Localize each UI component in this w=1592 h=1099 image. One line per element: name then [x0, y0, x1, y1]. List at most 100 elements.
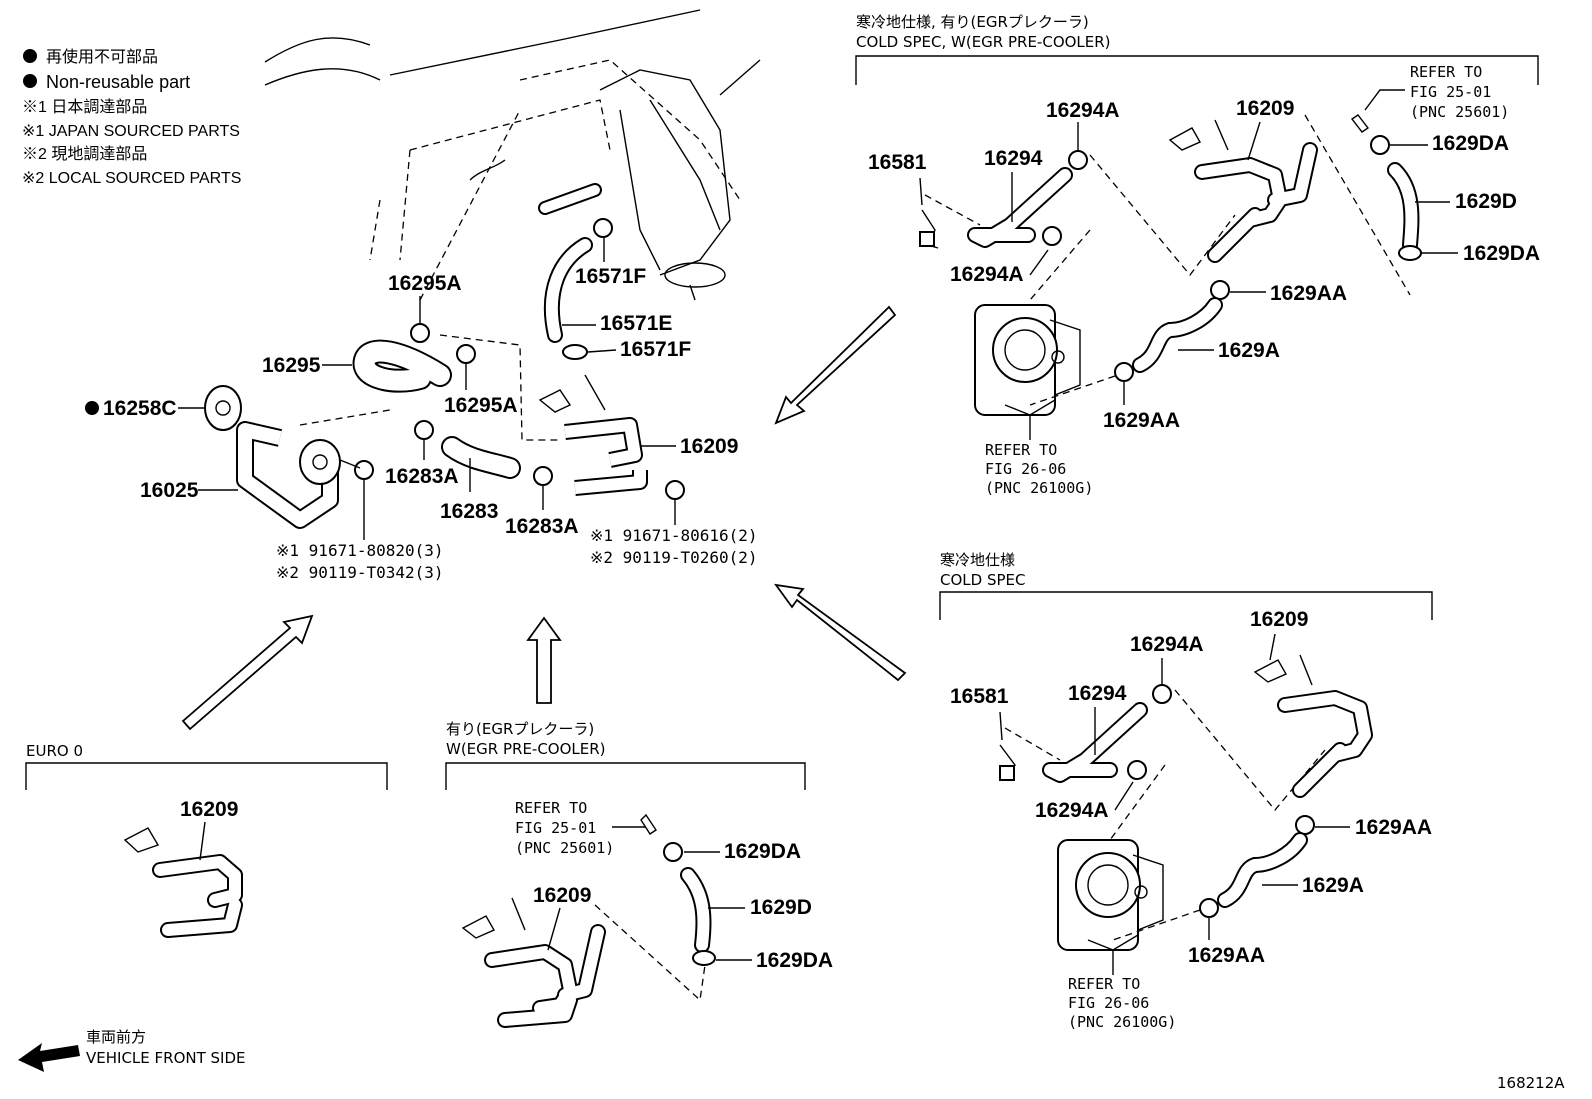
clamp-16571F-bottom	[562, 344, 588, 360]
cold-egr-heading-en: COLD SPEC, W(EGR PRE-COOLER)	[856, 33, 1111, 51]
section-cold: 寒冷地仕様 COLD SPEC 16209 16294A	[939, 551, 1433, 1031]
non-reusable-bullet-icon	[85, 401, 99, 415]
egr-refer-1: REFER TO	[515, 799, 587, 817]
cold-refer26-2: FIG 26-06	[1068, 994, 1149, 1012]
arrow-from-egr	[526, 616, 562, 704]
label-16209: 16209	[533, 884, 591, 907]
cold-egr-refer26-2: FIG 26-06	[985, 460, 1066, 478]
label-1629AA-bottom: 1629AA	[1103, 409, 1180, 432]
clamp-1629DA-bottom	[692, 950, 716, 966]
cold-heading-en: COLD SPEC	[940, 571, 1025, 589]
cold-bracket	[939, 591, 1433, 620]
bracket-16209	[1253, 659, 1287, 683]
cold-heading-jp: 寒冷地仕様	[940, 551, 1015, 569]
label-16209-main: 16209	[680, 435, 738, 458]
cold-egr-heading-jp: 寒冷地仕様, 有り(EGRプレクーラ)	[856, 13, 1089, 31]
label-16294A-top: 16294A	[1130, 633, 1204, 656]
throttle-body	[974, 304, 1081, 416]
label-1629A: 1629A	[1302, 874, 1364, 897]
arrows	[181, 305, 907, 731]
cold-egr-bracket	[855, 55, 1539, 85]
legend-japan-sourced-en: ※1 JAPAN SOURCED PARTS	[22, 123, 240, 140]
bolt-left	[354, 460, 374, 480]
label-1629AA-bottom: 1629AA	[1188, 944, 1265, 967]
cold-refer26-3: (PNC 26100G)	[1068, 1013, 1176, 1031]
label-16295A-bottom: 16295A	[444, 394, 518, 417]
legend-japan-sourced-jp: ※1 日本調達部品	[22, 98, 147, 116]
egr-refer-2: FIG 25-01	[515, 819, 596, 837]
bolt-left-spec-1: ※1 91671-80820(3)	[276, 541, 444, 560]
legend-non-reusable-en: Non-reusable part	[46, 72, 190, 92]
label-16571F-bottom: 16571F	[620, 338, 691, 361]
arrow-from-cold	[774, 583, 907, 682]
egr-heading-en: W(EGR PRE-COOLER)	[446, 740, 606, 758]
label-1629DA-top: 1629DA	[1432, 132, 1509, 155]
footer: 車両前方 VEHICLE FRONT SIDE 168212A	[18, 1028, 1565, 1092]
bullet-icon	[23, 74, 37, 88]
label-16294: 16294	[984, 147, 1043, 170]
clamp-16294A-bottom	[1042, 226, 1062, 246]
clamp-1629AA-top	[1210, 280, 1230, 300]
bolt-left-spec-2: ※2 90119-T0342(3)	[276, 563, 444, 582]
label-16295A-top: 16295A	[388, 272, 462, 295]
egr-heading-jp: 有り(EGRプレクーラ)	[446, 720, 594, 738]
gasket-16258C	[204, 385, 242, 431]
clamp-16283A-left	[414, 420, 434, 440]
label-16294A-bottom: 16294A	[1035, 799, 1109, 822]
legend-local-sourced-jp: ※2 現地調達部品	[22, 145, 147, 163]
clamp-1629DA-top	[663, 842, 683, 862]
section-euro: EURO 0 16209	[25, 742, 388, 938]
bolt-right-spec-1: ※1 91671-80616(2)	[590, 526, 758, 545]
front-label-en: VEHICLE FRONT SIDE	[86, 1049, 246, 1067]
label-1629D: 1629D	[1455, 190, 1517, 213]
label-1629DA-bottom: 1629DA	[1463, 242, 1540, 265]
bolt-right-spec-2: ※2 90119-T0260(2)	[590, 548, 758, 567]
label-16209: 16209	[1250, 608, 1308, 631]
label-1629AA-top: 1629AA	[1270, 282, 1347, 305]
clamp-16294A-top	[1068, 150, 1088, 170]
figure-id: 168212A	[1497, 1074, 1565, 1092]
bracket-16209	[1168, 127, 1201, 151]
label-16209: 16209	[180, 798, 238, 821]
front-label-jp: 車両前方	[86, 1028, 146, 1046]
clamp-16295A-top	[410, 323, 430, 343]
clamp-16283A-right	[533, 466, 553, 486]
egr-refer-3: (PNC 25601)	[515, 839, 614, 857]
clamp-16294A-bottom	[1127, 760, 1147, 780]
clamp-16295A-bottom	[456, 344, 476, 364]
label-1629DA-top: 1629DA	[724, 840, 801, 863]
label-16283: 16283	[440, 500, 498, 523]
label-16283A-right: 16283A	[505, 515, 579, 538]
arrow-from-euro	[181, 614, 314, 731]
label-1629D: 1629D	[750, 896, 812, 919]
label-16295: 16295	[262, 354, 321, 377]
section-cold-egr: 寒冷地仕様, 有り(EGRプレクーラ) COLD SPEC, W(EGR PRE…	[855, 13, 1540, 497]
bullet-icon	[23, 49, 37, 63]
label-16294A-bottom: 16294A	[950, 263, 1024, 286]
label-16294: 16294	[1068, 682, 1127, 705]
label-16258C: 16258C	[103, 397, 177, 420]
clamp-1629DA-top	[1370, 135, 1390, 155]
label-1629DA-bottom: 1629DA	[756, 949, 833, 972]
legend-local-sourced-en: ※2 LOCAL SOURCED PARTS	[22, 170, 241, 187]
label-16581: 16581	[950, 685, 1009, 708]
label-1629AA-top: 1629AA	[1355, 816, 1432, 839]
legend: 再使用不可部品 Non-reusable part ※1 日本調達部品 ※1 J…	[22, 48, 241, 187]
arrow-from-cold-egr	[774, 305, 897, 425]
label-16025: 16025	[140, 479, 199, 502]
label-16571F-top: 16571F	[575, 265, 646, 288]
clamp-1629AA-top	[1295, 815, 1315, 835]
egr-bracket	[445, 762, 806, 790]
label-16294A-top: 16294A	[1046, 99, 1120, 122]
clamp-1629AA-bottom	[1199, 898, 1219, 918]
egr-pipe-stub	[640, 813, 657, 835]
cold-egr-pipe-stub	[1350, 114, 1370, 133]
section-egr: 有り(EGRプレクーラ) W(EGR PRE-COOLER) REFER TO …	[445, 720, 833, 1028]
bracket-16209	[123, 827, 160, 853]
throttle-body	[1057, 839, 1164, 951]
label-1629A: 1629A	[1218, 339, 1280, 362]
legend-non-reusable-jp: 再使用不可部品	[46, 48, 158, 66]
engine-outline	[264, 9, 761, 301]
clamp-1629DA-bottom	[1398, 245, 1422, 261]
